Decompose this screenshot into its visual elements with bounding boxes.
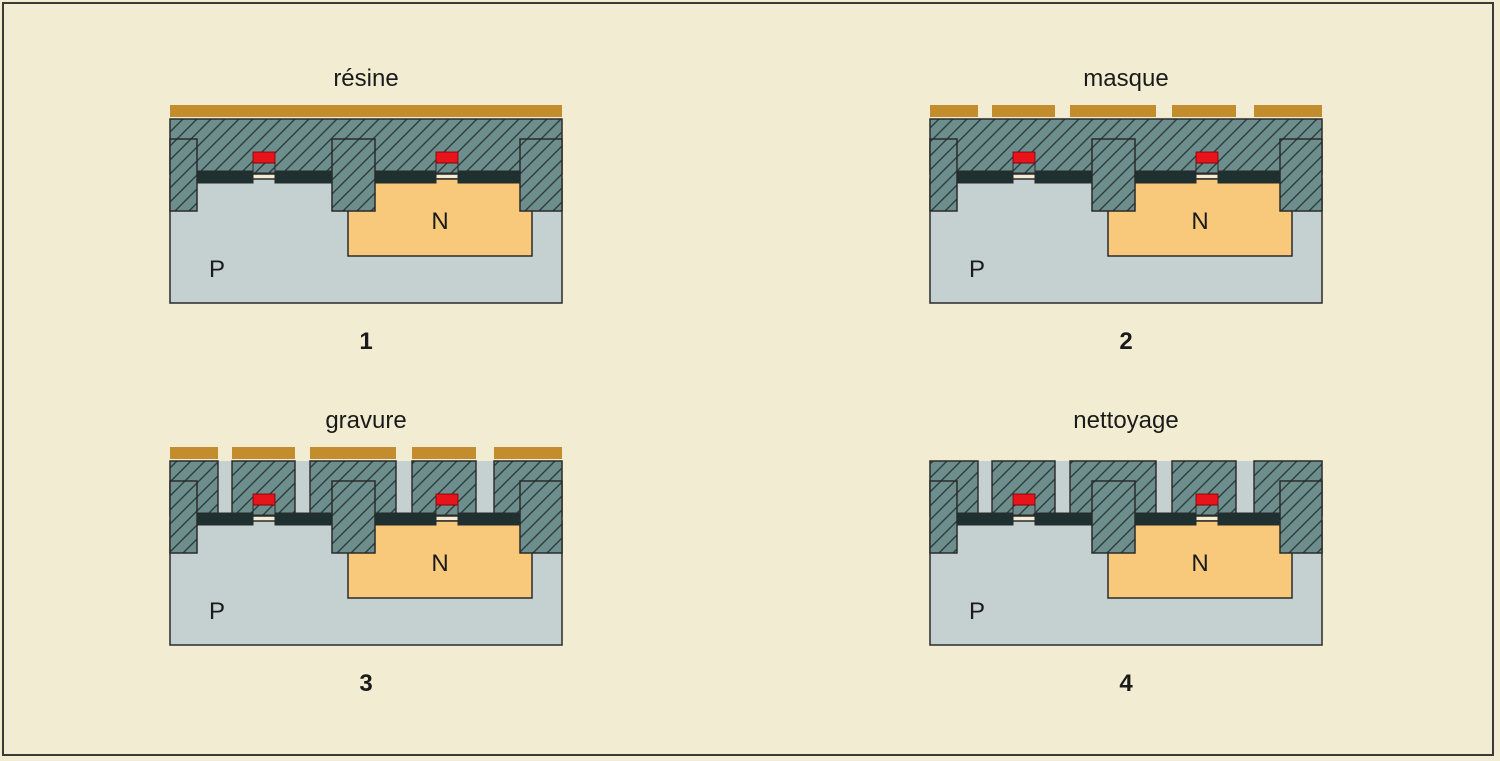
- mask-segment: [412, 447, 476, 459]
- isolation-pillar: [519, 138, 563, 212]
- gate-stack: [435, 504, 459, 516]
- gate-contact: [435, 151, 459, 164]
- mask-segment: [1172, 105, 1236, 117]
- mask-segment: [494, 447, 562, 459]
- step-title: résine: [333, 65, 398, 92]
- p-region-label: P: [209, 256, 225, 283]
- gate-contact: [1012, 493, 1036, 506]
- isolation-pillar: [1279, 138, 1323, 212]
- n-well: [347, 178, 533, 257]
- isolation-pillar: [169, 138, 198, 212]
- gate-oxide-line: [956, 512, 1014, 526]
- gate-oxide-line: [457, 170, 521, 184]
- gate-stack: [1012, 162, 1036, 174]
- step-title: gravure: [325, 407, 406, 434]
- resist-layer: [170, 105, 562, 117]
- n-region-label: N: [1191, 208, 1208, 235]
- etch-opening: [1157, 461, 1171, 516]
- step-title: masque: [1083, 65, 1168, 92]
- p-region-label: P: [969, 598, 985, 625]
- gate-oxide-line: [374, 170, 437, 184]
- gate-oxide-line: [1034, 512, 1093, 526]
- gate-oxide-line: [374, 512, 437, 526]
- isolation-pillar: [519, 480, 563, 554]
- mask-segment: [1254, 105, 1322, 117]
- etch-opening: [1056, 461, 1069, 516]
- isolation-pillar: [929, 138, 958, 212]
- n-region-label: N: [1191, 550, 1208, 577]
- mask-segment: [170, 447, 218, 459]
- gate-oxide-line: [1217, 170, 1281, 184]
- gate-contact: [252, 493, 276, 506]
- mask-segment: [930, 105, 978, 117]
- gate-contact: [1195, 151, 1219, 164]
- gate-stack: [1012, 504, 1036, 516]
- gate-oxide-line: [274, 170, 333, 184]
- step-number: 1: [359, 328, 372, 355]
- gate-oxide-line: [1034, 170, 1093, 184]
- gate-oxide-line: [1134, 512, 1197, 526]
- gate-stack: [252, 162, 276, 174]
- step-number: 3: [359, 670, 372, 697]
- mask-segment: [1070, 105, 1156, 117]
- gate-stack: [1195, 504, 1219, 516]
- gate-oxide-line: [196, 512, 254, 526]
- gate-oxide-line: [457, 512, 521, 526]
- etch-opening: [477, 461, 493, 516]
- isolation-pillar: [331, 138, 376, 212]
- gate-contact: [252, 151, 276, 164]
- isolation-pillar: [929, 480, 958, 554]
- gate-oxide-line: [1217, 512, 1281, 526]
- gate-oxide-line: [1134, 170, 1197, 184]
- n-region-label: N: [431, 550, 448, 577]
- gate-contact: [435, 493, 459, 506]
- gate-oxide-line: [274, 512, 333, 526]
- step-number: 4: [1119, 670, 1133, 697]
- n-well: [1107, 520, 1293, 599]
- gate-stack: [1195, 162, 1219, 174]
- n-well: [1107, 178, 1293, 257]
- gate-contact: [1012, 151, 1036, 164]
- gate-oxide-line: [196, 170, 254, 184]
- mask-segment: [992, 105, 1055, 117]
- step-number: 2: [1119, 328, 1132, 355]
- mask-segment: [232, 447, 295, 459]
- p-region-label: P: [209, 598, 225, 625]
- etch-opening: [397, 461, 411, 516]
- step-title: nettoyage: [1073, 407, 1178, 434]
- gate-contact: [1195, 493, 1219, 506]
- etch-opening: [296, 461, 309, 516]
- gate-oxide-line: [956, 170, 1014, 184]
- isolation-pillar: [1091, 480, 1136, 554]
- p-region-label: P: [969, 256, 985, 283]
- n-well: [347, 520, 533, 599]
- n-region-label: N: [431, 208, 448, 235]
- isolation-pillar: [331, 480, 376, 554]
- mask-segment: [310, 447, 396, 459]
- etch-opening: [1237, 461, 1253, 516]
- isolation-pillar: [1279, 480, 1323, 554]
- etch-opening: [979, 461, 991, 516]
- gate-stack: [435, 162, 459, 174]
- isolation-pillar: [1091, 138, 1136, 212]
- etch-opening: [219, 461, 231, 516]
- gate-stack: [252, 504, 276, 516]
- isolation-pillar: [169, 480, 198, 554]
